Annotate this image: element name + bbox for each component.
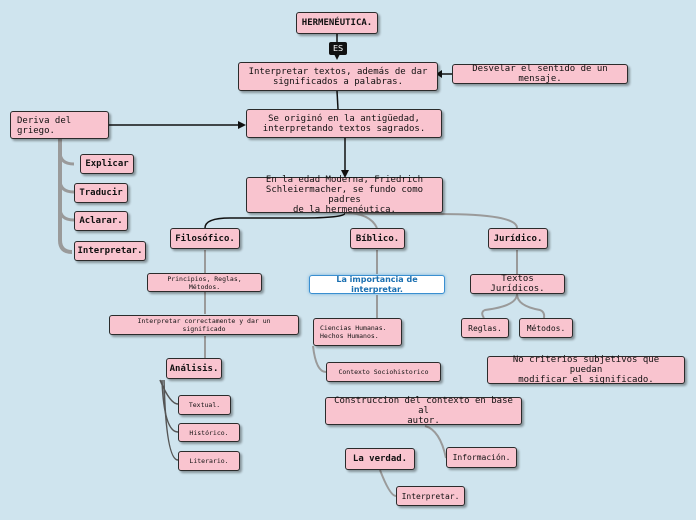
node-criteria[interactable]: No criterios subjetivos que puedan modif… [487, 355, 685, 385]
node-modern[interactable]: En la edad Moderna, Friedrich Schleierma… [246, 175, 443, 215]
node-root[interactable]: HERMENÉUTICA. [296, 12, 378, 34]
node-greek-clarify[interactable]: Aclarar. [74, 211, 128, 231]
connector-modern-philosophical [204, 212, 346, 229]
arrowhead [238, 121, 246, 129]
node-textual[interactable]: Textual. [178, 395, 231, 415]
node-context[interactable]: Contexto Sociohistorico [326, 362, 441, 382]
node-truth[interactable]: La verdad. [345, 448, 415, 470]
node-rules[interactable]: Reglas. [461, 318, 509, 338]
node-construction[interactable]: Construccion del contexto en base al aut… [325, 396, 522, 426]
node-greek-interpret[interactable]: Interpretar. [74, 241, 146, 261]
node-legal-texts[interactable]: Textos Jurídicos. [470, 274, 565, 294]
node-origin[interactable]: Se originó en la antigüedad, interpretan… [246, 109, 442, 138]
arrowhead [436, 70, 442, 78]
node-methods[interactable]: Métodos. [519, 318, 573, 338]
node-unveil[interactable]: Desvelar el sentido de un mensaje. [452, 64, 628, 84]
node-literary[interactable]: Literario. [178, 451, 240, 471]
node-philosophical[interactable]: Filosófico. [170, 228, 240, 249]
node-biblical[interactable]: Bíblico. [350, 228, 405, 249]
node-sciences[interactable]: Ciencias Humanas. Hechos Humanos. [313, 318, 402, 346]
es-label: ES [329, 42, 348, 55]
node-greek-explain[interactable]: Explicar [80, 154, 134, 174]
node-importance[interactable]: La importancia de interpretar. [309, 275, 445, 294]
connector-definition-origin [336, 90, 339, 110]
node-definition[interactable]: Interpretar textos, además de dar signif… [238, 62, 438, 91]
node-interpret-final[interactable]: Interpretar. [396, 486, 465, 506]
node-analysis[interactable]: Análisis. [166, 358, 222, 379]
arrowhead [341, 170, 349, 178]
connector-greek-items [58, 139, 73, 254]
node-greek[interactable]: Deriva del griego. [10, 111, 109, 139]
node-principles[interactable]: Principios, Reglas, Métodos. [147, 273, 262, 292]
node-interpret-correctly[interactable]: Interpretar correctamente y dar un signi… [109, 315, 299, 335]
node-legal[interactable]: Jurídico. [488, 228, 548, 249]
connector-modern-biblical [344, 212, 378, 229]
connector-modern-legal [344, 212, 518, 229]
node-information[interactable]: Información. [446, 447, 517, 468]
node-greek-translate[interactable]: Traducir [74, 183, 128, 203]
node-historical[interactable]: Histórico. [178, 423, 240, 442]
